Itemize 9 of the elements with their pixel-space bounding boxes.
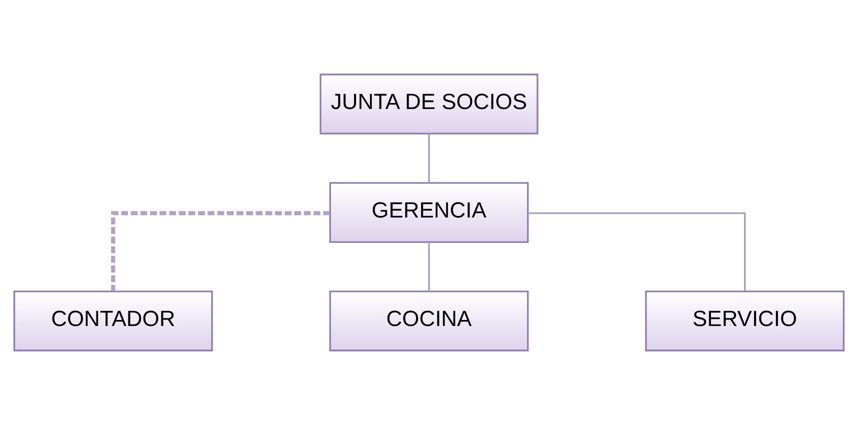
- connector: [428, 242, 430, 291]
- connector: [528, 212, 746, 290]
- node-box: CONTADOR: [13, 290, 213, 351]
- node-box: COCINA: [329, 290, 529, 351]
- connector: [428, 133, 430, 182]
- connector: [111, 210, 330, 290]
- node-box: GERENCIA: [329, 182, 529, 242]
- node-box: SERVICIO: [645, 290, 845, 351]
- node-box: JUNTA DE SOCIOS: [320, 73, 538, 134]
